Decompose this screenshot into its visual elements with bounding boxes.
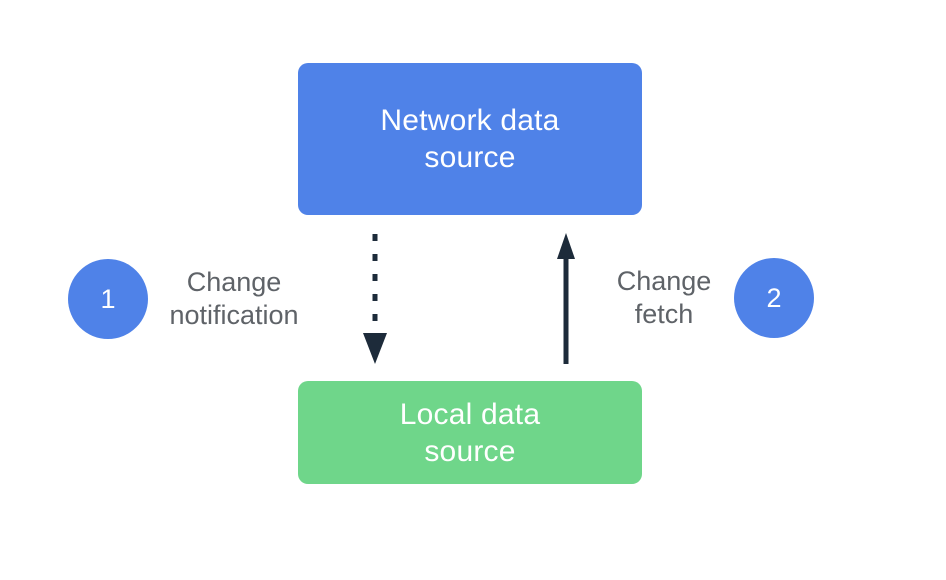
local-data-source-box: Local data source: [298, 381, 642, 484]
network-data-source-label: Network data source: [380, 104, 560, 174]
change-notification-label: Change notification: [169, 267, 299, 330]
change-fetch-label: Change fetch: [616, 266, 712, 329]
network-data-source-box: Network data source: [298, 63, 642, 215]
step-2-badge: 2: [734, 258, 814, 338]
change-fetch-arrow: [557, 233, 575, 364]
change-notification-arrow: [363, 234, 387, 364]
local-data-source-label: Local data source: [399, 397, 541, 468]
step-2-number: 2: [766, 282, 782, 313]
step-1-number: 1: [100, 283, 116, 314]
step-1-badge: 1: [68, 259, 148, 339]
